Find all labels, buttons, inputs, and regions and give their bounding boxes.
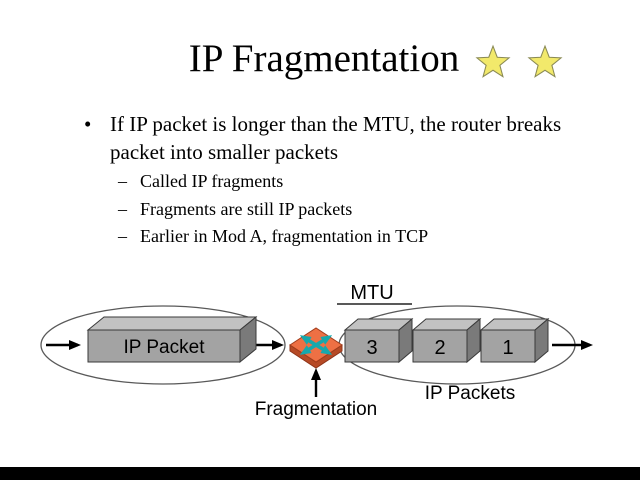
- sub-bullet: – Called IP fragments: [118, 171, 558, 193]
- sub-bullet: – Fragments are still IP packets: [118, 199, 558, 221]
- fragment-label: 3: [366, 337, 377, 359]
- sub-bullet-text: Called IP fragments: [140, 171, 284, 191]
- bottom-bar: [0, 467, 640, 480]
- fragment-box-3: 3: [343, 317, 414, 364]
- box-front-face: [344, 329, 400, 363]
- mtu-label: MTU: [350, 282, 393, 304]
- router-cross-arrow: [299, 335, 333, 355]
- box-front-face: [87, 329, 241, 363]
- dash-marker: –: [118, 198, 127, 219]
- star-shape: [475, 44, 511, 78]
- star-shape: [527, 44, 563, 78]
- ip-packets-label: IP Packets: [425, 383, 515, 404]
- fragmentation-label: Fragmentation: [255, 399, 378, 420]
- box-top-face: [86, 316, 258, 331]
- sub-bullet-list: – Called IP fragments – Fragments are st…: [118, 171, 558, 254]
- fragmentation-diagram: MTU IP Packet 3 2 1 Fragmentation IP Pac…: [40, 282, 593, 420]
- bullet-main: • If IP packet is longer than the MTU, t…: [84, 111, 576, 167]
- sub-bullet-text: Fragments are still IP packets: [140, 198, 353, 219]
- box-front-face: [412, 329, 468, 363]
- fragment-box-1: 1: [479, 317, 550, 364]
- slide-title-row: IP Fragmentation: [0, 30, 640, 86]
- page-title: IP Fragmentation: [188, 36, 460, 80]
- sub-bullet-text: Earlier in Mod A, fragmentation in TCP: [140, 226, 429, 247]
- fragment-box-2: 2: [411, 317, 482, 364]
- box-front-face: [480, 329, 536, 363]
- fragment-label: 1: [502, 337, 513, 359]
- dash-marker: –: [118, 171, 127, 191]
- dash-marker: –: [118, 226, 127, 247]
- fragment-label: 2: [434, 337, 445, 359]
- ip-packet-box: IP Packet: [86, 315, 258, 364]
- star-icon: [527, 44, 563, 78]
- sub-bullet: – Earlier in Mod A, fragmentation in TCP: [118, 226, 558, 248]
- router-icon: [289, 327, 343, 369]
- ip-packet-label: IP Packet: [124, 337, 206, 358]
- bullet-main-text: If IP packet is longer than the MTU, the…: [110, 112, 562, 164]
- bullet-marker: •: [84, 112, 92, 136]
- star-icon: [475, 44, 511, 78]
